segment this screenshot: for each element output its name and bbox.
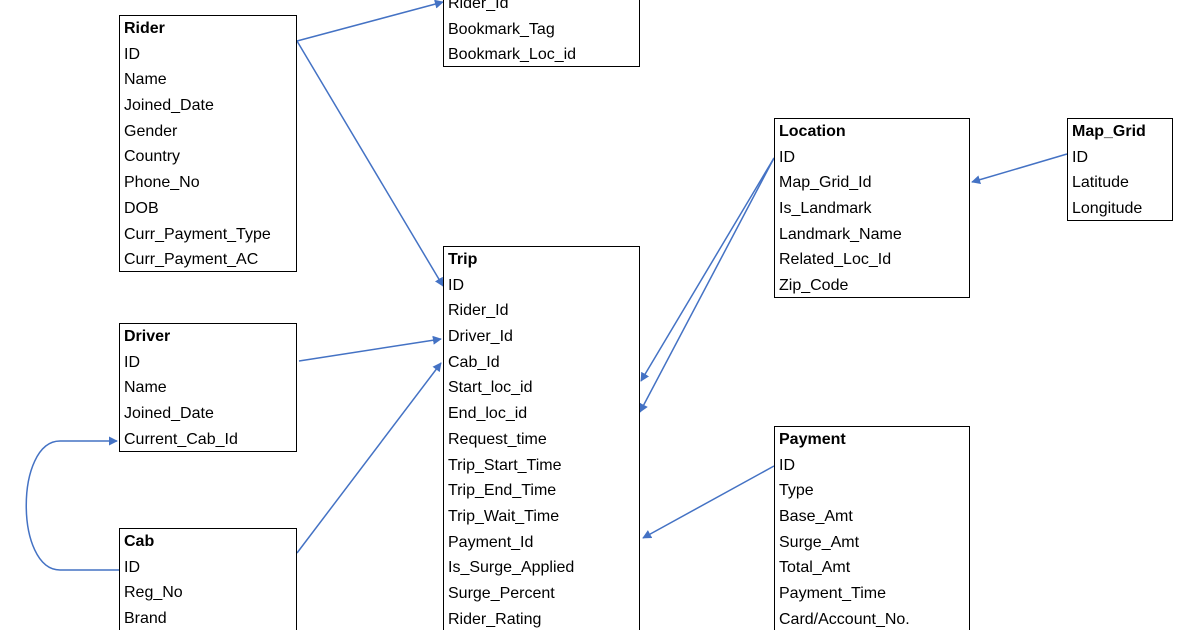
payment-field: Surge_Amt	[779, 533, 860, 551]
rider-field: Curr_Payment_Type	[124, 225, 271, 243]
rider-field: Name	[124, 71, 167, 89]
rider-field: Phone_No	[124, 174, 200, 192]
rider-field: Curr_Payment_AC	[124, 251, 259, 269]
location-field: Landmark_Name	[779, 225, 902, 243]
payment-field: Card/Account_No.	[779, 610, 910, 628]
payment-field: Total_Amt	[779, 559, 851, 577]
location-field: Is_Landmark	[779, 200, 872, 218]
trip-field: Trip_Start_Time	[448, 456, 562, 474]
trip-field: Rider_Rating	[448, 610, 542, 628]
trip-field: End_loc_id	[448, 405, 528, 423]
cab-to-driver-connector	[25, 436, 119, 571]
trip-field: Request_time	[448, 430, 547, 448]
payment-field: Type	[779, 482, 814, 500]
trip-field: Trip_Wait_Time	[448, 507, 560, 525]
rider-to-trip-connector	[296, 40, 444, 287]
location-field: Zip_Code	[779, 277, 849, 295]
driver-field: Name	[124, 379, 167, 397]
rider-field: DOB	[124, 199, 159, 217]
driver-field: Current_Cab_Id	[124, 430, 238, 448]
location-to-trip-start-connector	[640, 157, 775, 382]
map-grid-to-location-connector	[971, 153, 1068, 185]
cab-field: Brand	[124, 610, 167, 628]
rider-field: Gender	[124, 122, 178, 140]
payment-field: Payment_Time	[779, 585, 886, 603]
rider-to-bookmark-connector	[296, 0, 444, 42]
payment-title: Payment	[779, 431, 846, 448]
trip-title: Trip	[448, 251, 478, 268]
location-field: Map_Grid_Id	[779, 174, 872, 192]
cab-field: ID	[124, 558, 140, 576]
trip-field: ID	[448, 276, 464, 294]
trip-field: Trip_End_Time	[448, 482, 557, 500]
trip-field: Driver_Id	[448, 328, 513, 346]
trip-field: Surge_Percent	[448, 584, 555, 602]
map-grid-title: Map_Grid	[1072, 123, 1146, 140]
location-to-trip-end-connector	[639, 157, 775, 413]
trip-field: Payment_Id	[448, 533, 534, 551]
bookmark-field: Rider_Id	[448, 0, 509, 12]
bookmark-field: Bookmark_Tag	[448, 20, 555, 38]
map-grid-field: Latitude	[1072, 174, 1129, 192]
bookmark-field: Bookmark_Loc_id	[448, 46, 577, 64]
payment-field: Base_Amt	[779, 508, 853, 526]
map-grid-field: ID	[1072, 148, 1088, 166]
driver-field: ID	[124, 353, 140, 371]
cab-field: Reg_No	[124, 584, 183, 602]
location-field: ID	[779, 148, 795, 166]
cab-to-trip-connector	[296, 362, 442, 554]
trip-field: Is_Surge_Applied	[448, 559, 575, 577]
payment-field: ID	[779, 456, 795, 474]
driver-to-trip-connector	[298, 335, 442, 362]
map-grid-field: Longitude	[1072, 200, 1143, 218]
cab-title: Cab	[124, 533, 155, 550]
location-title: Location	[779, 123, 846, 140]
driver-title: Driver	[124, 328, 171, 345]
rider-field: Country	[124, 148, 181, 166]
rider-field: Joined_Date	[124, 97, 214, 115]
rider-title: Rider	[124, 20, 165, 37]
driver-field: Joined_Date	[124, 405, 214, 423]
trip-field: Rider_Id	[448, 302, 509, 320]
payment-to-trip-connector	[642, 465, 775, 539]
location-field: Related_Loc_Id	[779, 251, 892, 269]
rider-field: ID	[124, 45, 140, 63]
trip-field: Cab_Id	[448, 353, 500, 371]
trip-field: Start_loc_id	[448, 379, 533, 397]
